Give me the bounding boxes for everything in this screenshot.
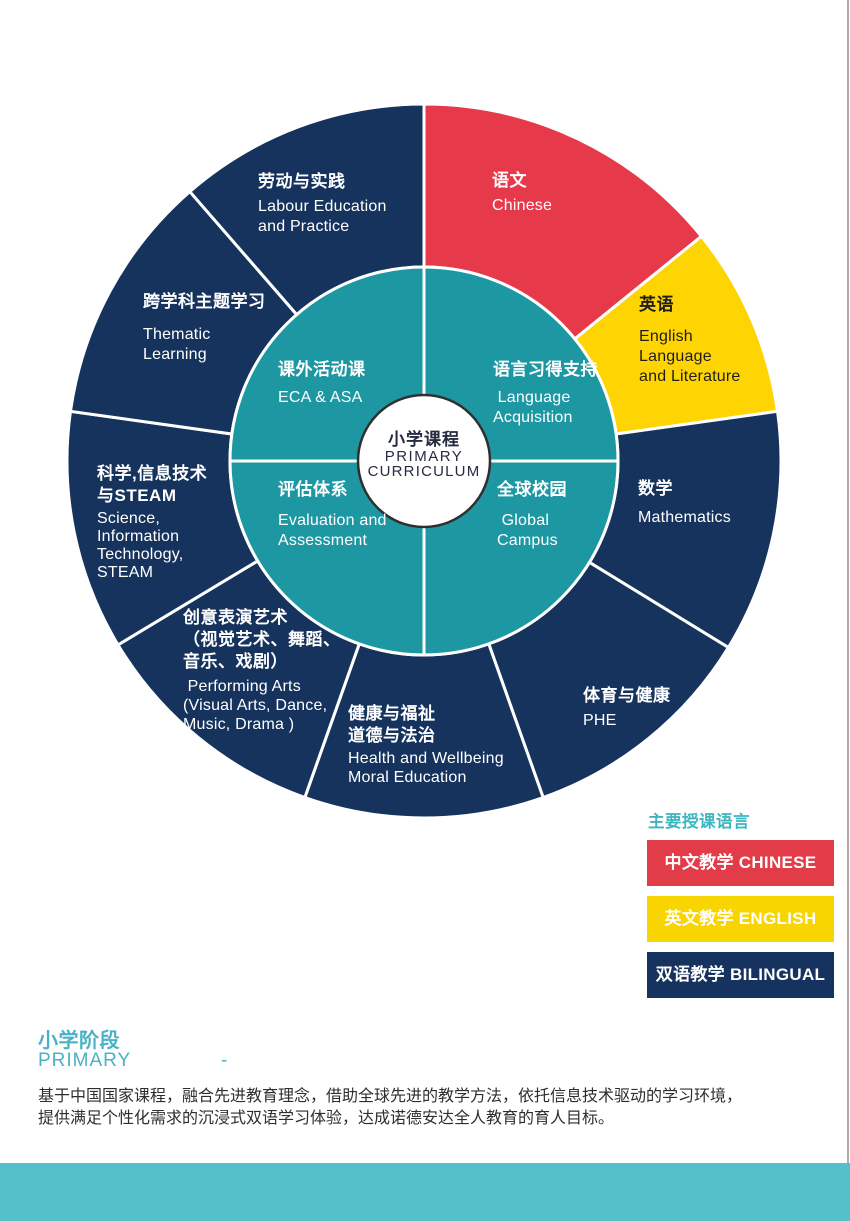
legend-item-bilingual: 双语教学 BILINGUAL: [647, 952, 834, 998]
label-zh-language-acquisition: 语言习得支持: [493, 360, 598, 379]
label-en-performing-arts: Performing Arts(Visual Arts, Dance,Music…: [183, 678, 328, 733]
footer-paragraph-line: 基于中国国家课程，融合先进教育理念，借助全球先进的教学方法，依托信息技术驱动的学…: [38, 1088, 743, 1105]
label-zh-thematic-learning: 跨学科主题学习: [143, 292, 266, 311]
legend-item-english: 英文教学 ENGLISH: [647, 896, 834, 942]
bottom-accent-bar: [0, 1163, 850, 1221]
label-zh-chinese: 语文: [492, 171, 527, 190]
footer-dash: -: [221, 1050, 228, 1071]
hub-title-en-line1: PRIMARY: [384, 448, 464, 465]
hub-title-zh: 小学课程: [388, 430, 460, 449]
label-zh-global-campus: 全球校园: [497, 480, 567, 499]
curriculum-wheel: [65, 102, 783, 820]
label-zh-mathematics: 数学: [638, 479, 673, 498]
label-zh-english: 英语: [639, 295, 674, 314]
wheel-labels: 小学课程 PRIMARY CURRICULUM 语文 Chinese 英语 Engli…: [97, 171, 741, 786]
label-zh-performing-arts: 创意表演艺术（视觉艺术、舞蹈、音乐、戏剧）: [183, 608, 341, 671]
label-en-eca-asa: ECA & ASA: [278, 389, 363, 406]
label-en-mathematics: Mathematics: [638, 509, 731, 526]
legend-title: 主要授课语言: [648, 813, 750, 831]
label-zh-health-wellbeing: 健康与福祉道德与法治: [348, 704, 436, 745]
label-zh-eca-asa: 课外活动课: [278, 360, 366, 379]
right-edge-line: [847, 0, 849, 1163]
footer-paragraph: 基于中国国家课程，融合先进教育理念，借助全球先进的教学方法，依托信息技术驱动的学…: [38, 1086, 742, 1130]
footer-paragraph-line: 提供满足个性化需求的沉浸式双语学习体验，达成诺德安达全人教育的育人目标。: [38, 1110, 615, 1127]
label-zh-labour-education: 劳动与实践: [258, 172, 346, 191]
footer-heading-zh: 小学阶段: [38, 1030, 120, 1052]
hub-circle: [356, 393, 492, 529]
hub-title-en-line2: CURRICULUM: [367, 463, 481, 480]
label-zh-phe: 体育与健康: [583, 686, 671, 705]
footer-heading-en: PRIMARY: [38, 1050, 132, 1071]
label-zh-science-it-steam: 科学,信息技术与STEAM: [97, 464, 208, 505]
label-en-chinese: Chinese: [492, 197, 553, 214]
legend-item-chinese: 中文教学 CHINESE: [647, 840, 834, 886]
label-zh-evaluation-assessment: 评估体系: [278, 480, 348, 499]
label-en-phe: PHE: [583, 712, 617, 729]
